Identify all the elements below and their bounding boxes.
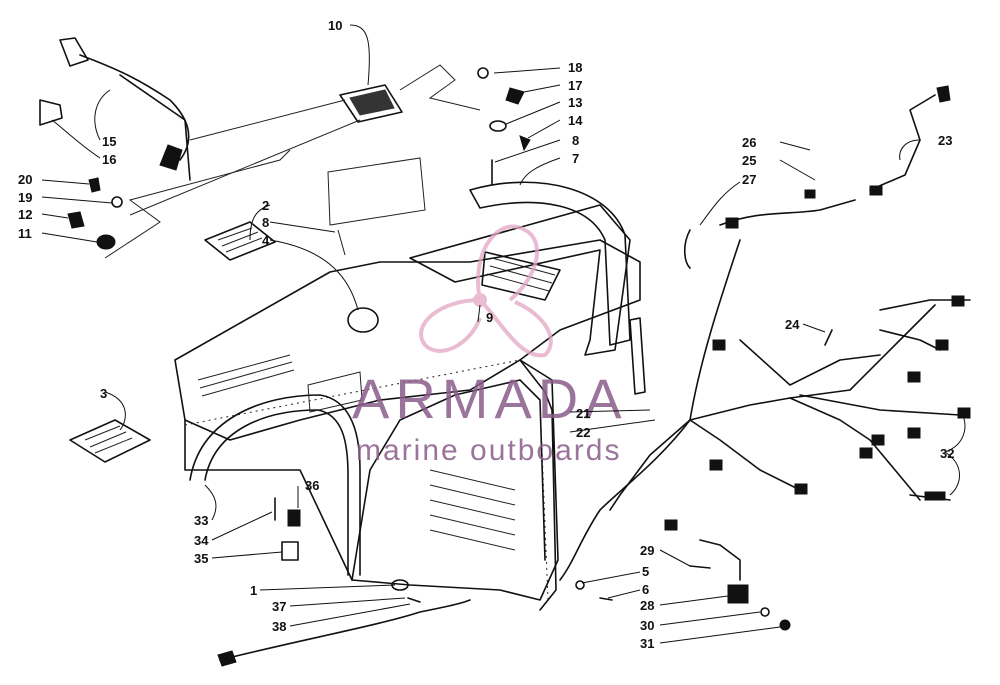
- callout-31: 31: [640, 636, 654, 651]
- callout-4: 4: [262, 233, 270, 248]
- callout-3: 3: [100, 386, 107, 401]
- callout-35: 35: [194, 551, 208, 566]
- callout-15: 15: [102, 134, 116, 149]
- callout-19: 19: [18, 190, 32, 205]
- hood-body: [174, 181, 646, 611]
- callout-6: 6: [642, 582, 649, 597]
- callout-33: 33: [194, 513, 208, 528]
- callout-22: 22: [576, 425, 590, 440]
- callout-5: 5: [642, 564, 649, 579]
- instrument-bezel-10: [327, 84, 426, 226]
- callout-10: 10: [328, 18, 342, 33]
- callout-1: 1: [250, 583, 257, 598]
- watermark-logo: [419, 224, 553, 358]
- leader-lines: [41, 24, 966, 644]
- callout-8b: 8: [262, 215, 269, 230]
- decal-2: [204, 221, 276, 261]
- lower-hardware: [217, 497, 613, 667]
- bracket-16: [39, 99, 63, 126]
- callout-34: 34: [194, 533, 209, 548]
- callout-28: 28: [640, 598, 654, 613]
- callout-20: 20: [18, 172, 32, 187]
- callout-11: 11: [18, 226, 32, 241]
- callout-13: 13: [568, 95, 582, 110]
- switch-assembly: [689, 539, 791, 631]
- callout-16: 16: [102, 152, 116, 167]
- routing-lines: [104, 64, 481, 259]
- callout-21: 21: [576, 406, 590, 421]
- wiring-harness: [559, 85, 971, 581]
- callout-8a: 8: [572, 133, 579, 148]
- callout-18: 18: [568, 60, 582, 75]
- callout-14: 14: [568, 113, 583, 128]
- callout-36: 36: [305, 478, 319, 493]
- callout-7: 7: [572, 151, 579, 166]
- small-hardware: [67, 67, 531, 256]
- callout-2: 2: [262, 198, 269, 213]
- callout-30: 30: [640, 618, 654, 633]
- callout-labels: 10 18 17 13 14 8 7 15 16 20 19 12 11 2 8…: [18, 18, 954, 651]
- callout-38: 38: [272, 619, 286, 634]
- callout-32: 32: [940, 446, 954, 461]
- throttle-cable-assembly: [59, 37, 191, 181]
- callout-24: 24: [785, 317, 800, 332]
- callout-26: 26: [742, 135, 756, 150]
- watermark-brand: ARMADA: [352, 367, 628, 430]
- callout-29: 29: [640, 543, 654, 558]
- callout-25: 25: [742, 153, 756, 168]
- callout-27: 27: [742, 172, 756, 187]
- callout-12: 12: [18, 207, 32, 222]
- callout-9: 9: [486, 310, 493, 325]
- callout-23: 23: [938, 133, 952, 148]
- watermark-tagline: marine outboards: [356, 434, 621, 467]
- callout-37: 37: [272, 599, 286, 614]
- decal-3: [69, 419, 151, 463]
- callout-17: 17: [568, 78, 582, 93]
